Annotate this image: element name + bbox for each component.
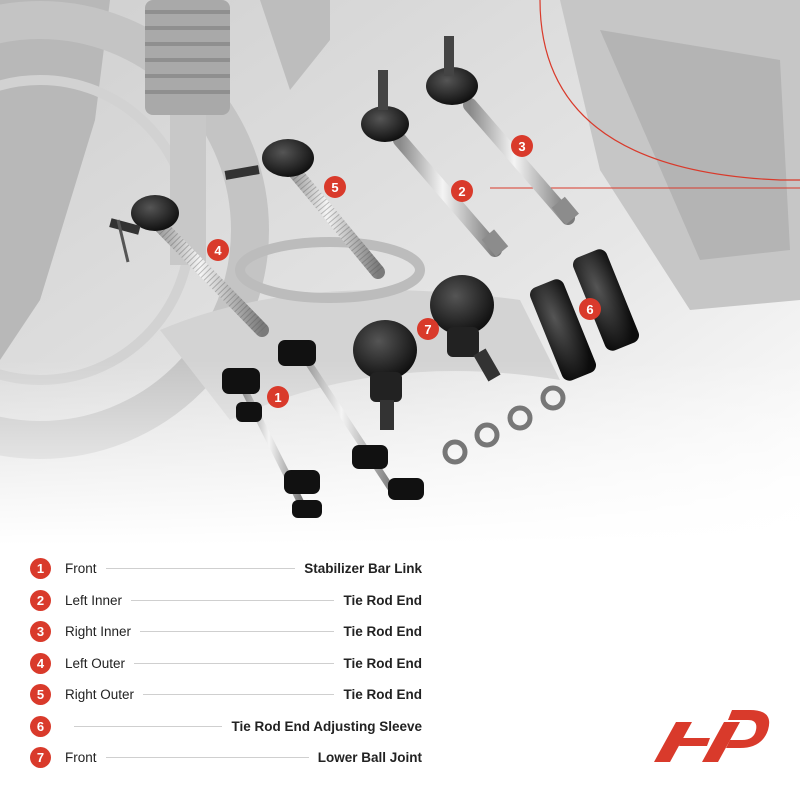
legend-row: 2 Left Inner Tie Rod End	[30, 585, 422, 617]
legend-part: Tie Rod End	[343, 655, 422, 671]
leader-line	[74, 725, 223, 727]
hardware-nuts	[442, 385, 566, 465]
legend-position: Left Outer	[65, 655, 126, 671]
legend-part: Tie Rod End	[343, 624, 422, 640]
legend-row: 6 Tie Rod End Adjusting Sleeve	[30, 711, 422, 743]
legend-part: Stabilizer Bar Link	[304, 561, 422, 577]
parts-legend: 1 Front Stabilizer Bar Link 2 Left Inner…	[30, 553, 422, 774]
legend-number: 1	[30, 558, 51, 580]
legend-part: Tie Rod End	[343, 687, 422, 703]
svg-text:4: 4	[214, 243, 222, 258]
background-suspension	[0, 0, 800, 545]
leader-line	[131, 599, 335, 601]
callout-7: 7	[417, 318, 439, 340]
product-photo: 1 2 3 4 5 6 7	[0, 0, 800, 545]
tie-rod-end-right-inner	[426, 36, 579, 225]
decorative-arc	[539, 0, 800, 181]
leader-line	[105, 568, 296, 570]
legend-row: 4 Left Outer Tie Rod End	[30, 648, 422, 680]
tie-rod-end-left-inner	[361, 70, 509, 257]
legend-number: 7	[30, 747, 51, 769]
legend-part: Tie Rod End Adjusting Sleeve	[231, 718, 422, 734]
legend-row: 3 Right Inner Tie Rod End	[30, 616, 422, 648]
callout-3: 3	[511, 135, 533, 157]
legend-position: Left Inner	[65, 592, 123, 608]
leader-line	[143, 694, 335, 696]
leader-line	[134, 662, 335, 664]
tie-rod-end-left-outer	[109, 195, 269, 337]
legend-number: 6	[30, 715, 51, 737]
legend-number: 3	[30, 621, 51, 643]
callout-1: 1	[267, 386, 289, 408]
svg-text:6: 6	[586, 302, 593, 317]
legend-number: 2	[30, 589, 51, 611]
callout-6: 6	[579, 298, 601, 320]
leader-line	[140, 631, 335, 633]
legend-number: 4	[30, 652, 51, 674]
callout-5: 5	[324, 176, 346, 198]
svg-text:5: 5	[331, 180, 338, 195]
stabilizer-bar-links	[222, 340, 424, 518]
legend-row: 7 Front Lower Ball Joint	[30, 742, 422, 774]
legend-position: Right Outer	[65, 687, 135, 703]
legend-position: Front	[65, 750, 97, 766]
callouts: 1 2 3 4 5 6 7	[207, 135, 601, 408]
legend-number: 5	[30, 684, 51, 706]
svg-text:2: 2	[458, 184, 465, 199]
callout-4: 4	[207, 239, 229, 261]
legend-part: Lower Ball Joint	[317, 750, 422, 766]
legend-row: 1 Front Stabilizer Bar Link	[30, 553, 422, 585]
leader-line	[105, 757, 309, 759]
svg-text:1: 1	[274, 390, 281, 405]
legend-row: 5 Right Outer Tie Rod End	[30, 679, 422, 711]
legend-part: Tie Rod End	[343, 592, 422, 608]
legend-position: Front	[65, 561, 97, 577]
brand-logo-icon	[654, 710, 770, 762]
legend-position: Right Inner	[65, 624, 132, 640]
lower-ball-joints	[353, 275, 501, 430]
svg-text:3: 3	[518, 139, 525, 154]
callout-2: 2	[451, 180, 473, 202]
tie-rod-end-right-outer	[224, 139, 385, 279]
adjusting-sleeves	[529, 249, 640, 381]
svg-text:7: 7	[424, 322, 431, 337]
